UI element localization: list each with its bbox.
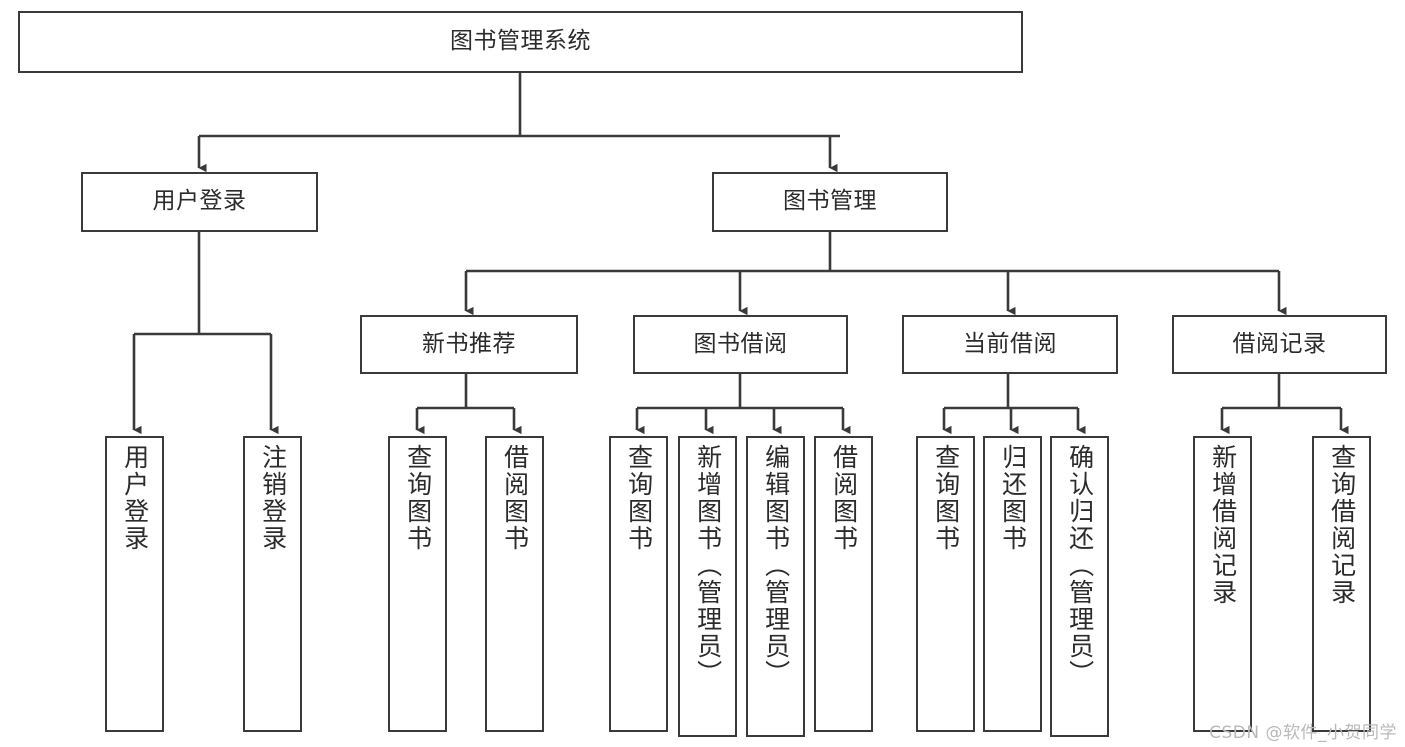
node-book-borrow-label: 图书借阅	[693, 330, 788, 357]
node-leaf-borrow-book-1-label: 借阅图书	[500, 444, 530, 552]
node-leaf-borrow-book-2[interactable]: 借阅图书	[814, 436, 873, 732]
node-leaf-return-book-label: 归还图书	[998, 444, 1028, 552]
node-leaf-confirm-return[interactable]: 确认归还（管理员）	[1050, 436, 1109, 737]
node-current-borrow[interactable]: 当前借阅	[902, 315, 1118, 374]
node-root-label: 图书管理系统	[450, 28, 591, 55]
node-leaf-confirm-return-label: 确认归还（管理员）	[1065, 444, 1095, 687]
node-user-login[interactable]: 用户登录	[81, 172, 318, 232]
node-leaf-add-record[interactable]: 新增借阅记录	[1193, 436, 1252, 732]
node-leaf-add-book-label: 新增图书（管理员）	[693, 444, 723, 687]
node-leaf-return-book[interactable]: 归还图书	[983, 436, 1042, 732]
node-leaf-borrow-book-2-label: 借阅图书	[829, 444, 859, 552]
node-leaf-user-login[interactable]: 用户登录	[105, 436, 164, 732]
node-leaf-query-book-3-label: 查询图书	[931, 444, 961, 552]
node-leaf-user-login-label: 用户登录	[120, 444, 150, 552]
node-leaf-borrow-book-1[interactable]: 借阅图书	[485, 436, 544, 732]
node-leaf-logout-label: 注销登录	[258, 444, 288, 552]
node-borrow-record[interactable]: 借阅记录	[1172, 315, 1387, 374]
node-leaf-logout[interactable]: 注销登录	[243, 436, 302, 732]
node-borrow-record-label: 借阅记录	[1232, 330, 1327, 357]
node-leaf-add-record-label: 新增借阅记录	[1208, 444, 1238, 606]
node-book-manage[interactable]: 图书管理	[712, 172, 948, 232]
node-leaf-query-book-1-label: 查询图书	[403, 444, 433, 552]
node-book-manage-label: 图书管理	[783, 188, 877, 215]
node-leaf-query-book-2-label: 查询图书	[624, 444, 654, 552]
node-new-book-recommend-label: 新书推荐	[422, 330, 516, 357]
node-leaf-add-book[interactable]: 新增图书（管理员）	[678, 436, 737, 737]
node-leaf-edit-book-label: 编辑图书（管理员）	[761, 444, 791, 687]
node-book-borrow[interactable]: 图书借阅	[633, 315, 848, 374]
node-current-borrow-label: 当前借阅	[963, 330, 1057, 357]
node-new-book-recommend[interactable]: 新书推荐	[360, 315, 578, 374]
node-user-login-label: 用户登录	[152, 188, 247, 215]
node-leaf-query-record-label: 查询借阅记录	[1327, 444, 1357, 606]
node-leaf-query-record[interactable]: 查询借阅记录	[1312, 436, 1371, 732]
node-leaf-query-book-2[interactable]: 查询图书	[609, 436, 668, 732]
node-leaf-edit-book[interactable]: 编辑图书（管理员）	[746, 436, 805, 737]
csdn-watermark: CSDN @软件_小贺同学	[1209, 723, 1397, 743]
node-root[interactable]: 图书管理系统	[18, 11, 1023, 73]
node-leaf-query-book-1[interactable]: 查询图书	[388, 436, 447, 732]
node-leaf-query-book-3[interactable]: 查询图书	[916, 436, 975, 732]
